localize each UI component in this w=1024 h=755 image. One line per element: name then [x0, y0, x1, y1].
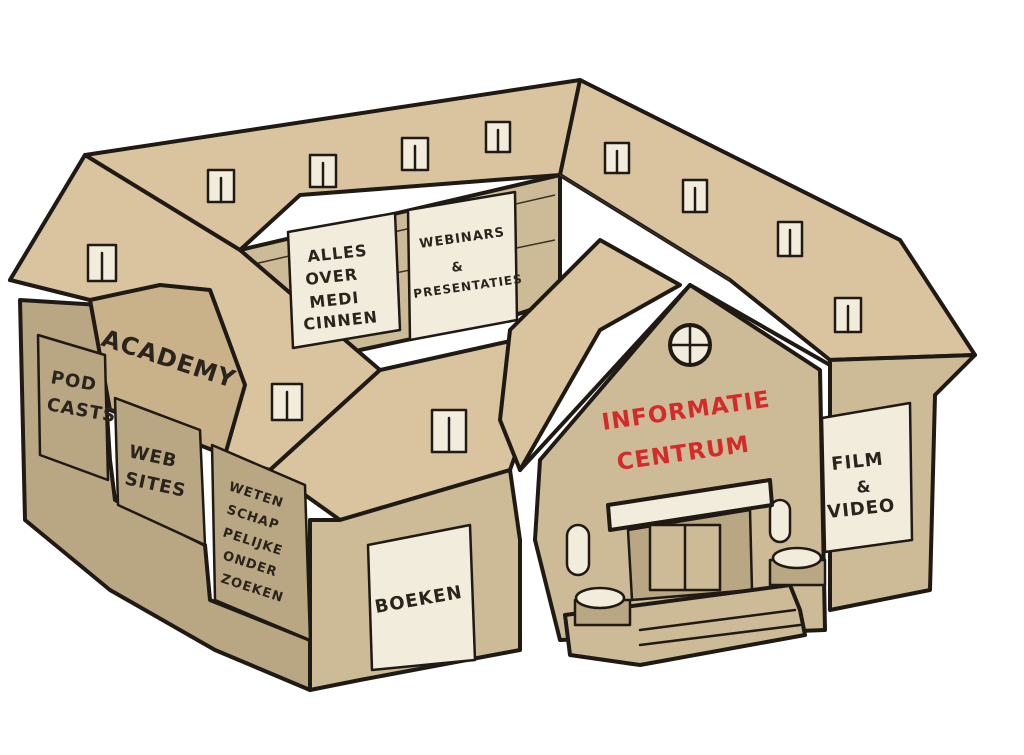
- wetenschap-panel: [210, 443, 312, 642]
- label-panels: [36, 190, 914, 672]
- entrance-porch: [563, 478, 827, 667]
- boeken-panel: [366, 523, 477, 672]
- dormer-icon: [833, 296, 863, 334]
- dormer-icon: [206, 168, 236, 204]
- dormer-icon: [776, 220, 804, 258]
- webinars-label-line2: &: [450, 259, 464, 276]
- dormer-icon: [430, 408, 468, 454]
- arched-window-left: [565, 523, 591, 577]
- informatie-centrum-gable: [498, 238, 832, 642]
- dormer-windows: [86, 120, 863, 454]
- film-label-line2: &: [855, 477, 872, 497]
- dormer-icon: [400, 136, 430, 172]
- film-video-panel: [820, 401, 914, 554]
- dormer-icon: [603, 141, 631, 175]
- dormer-icon: [86, 243, 118, 283]
- dormer-icon: [681, 178, 709, 214]
- webinars-panel: [406, 190, 519, 342]
- dormer-icon: [308, 153, 338, 189]
- dormer-icon: [270, 382, 304, 422]
- websites-panel: [113, 396, 207, 547]
- dormer-icon: [484, 120, 512, 154]
- podcasts-panel: [36, 333, 110, 482]
- arched-window-right: [768, 498, 792, 544]
- alles-over-panel: [286, 211, 402, 350]
